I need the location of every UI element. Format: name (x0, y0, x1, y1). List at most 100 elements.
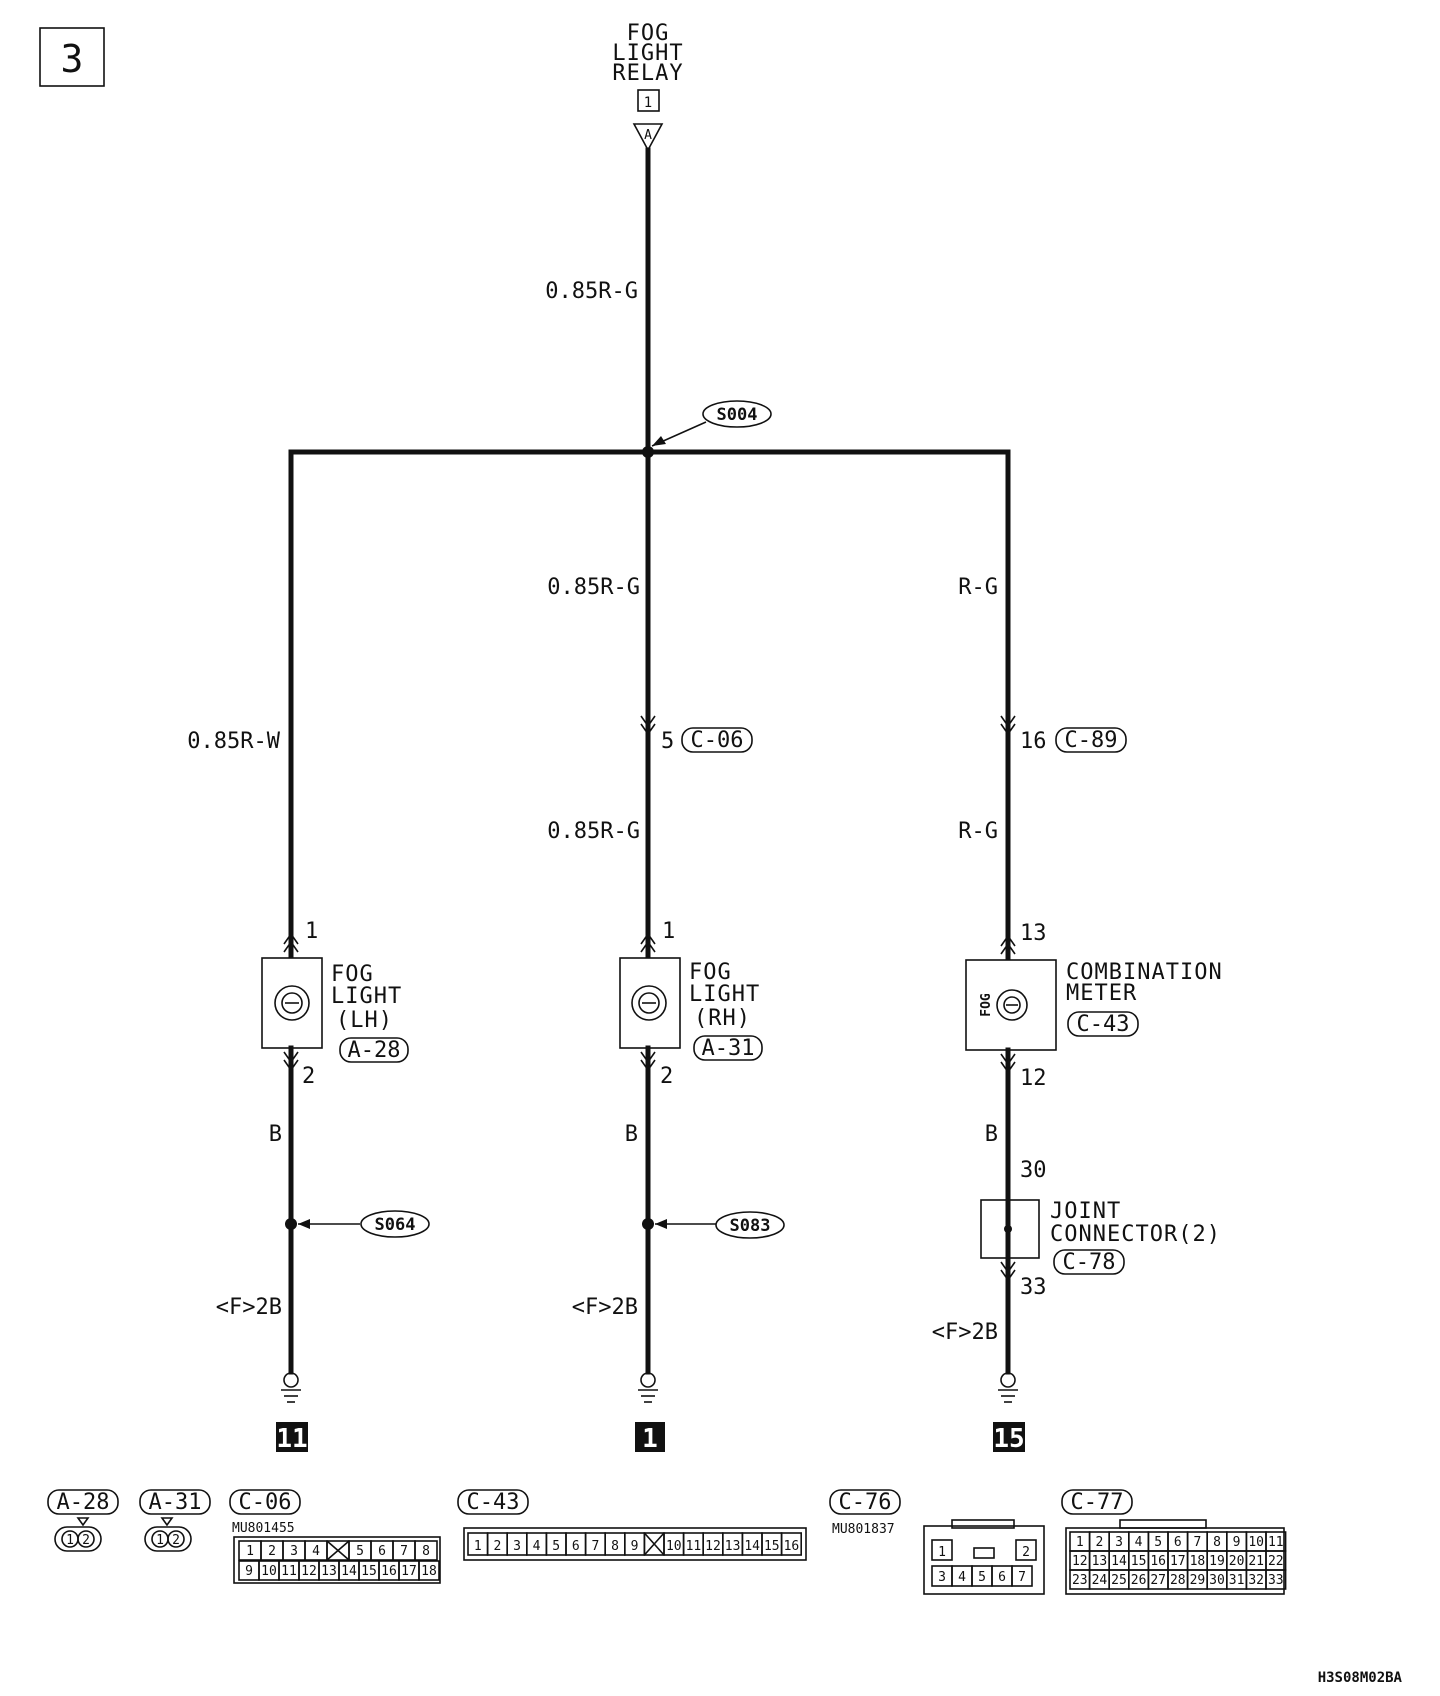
c77-row3-pin: 23 (1072, 1573, 1088, 1588)
joint-name-line-2: CONNECTOR(2) (1050, 1222, 1221, 1247)
page-number: 3 (61, 37, 84, 81)
c06-row1-pin: 1 (246, 1544, 254, 1559)
fog-lh-pin-in: 1 (305, 919, 318, 944)
c76-view-ref: C-76 (839, 1490, 892, 1515)
lamp-icon (996, 989, 1028, 1021)
c43-pin: 7 (591, 1539, 599, 1554)
fog-lh-name-line-2: LIGHT (331, 984, 402, 1009)
c77-row2-pin: 22 (1268, 1554, 1284, 1569)
splice-s004 (702, 400, 772, 428)
c06-ref: C-06 (691, 728, 744, 753)
fog-rh-pin-out: 2 (660, 1064, 673, 1089)
fog-rh-name-line-3: (RH) (694, 1006, 751, 1031)
c77-row3-cell (1265, 1569, 1287, 1590)
c06-row1-pin: 3 (290, 1544, 298, 1559)
c43-cell (780, 1532, 802, 1556)
a28-pin-2: 2 (82, 1533, 90, 1548)
a28-pin-1: 1 (66, 1533, 74, 1548)
lamp-icon (631, 985, 667, 1021)
c77-row1-pin: 6 (1174, 1535, 1182, 1550)
c77-row3-pin: 31 (1229, 1573, 1245, 1588)
c06-row2-pin: 17 (401, 1564, 417, 1579)
wire-label-center-lower: 0.85R-G (547, 819, 640, 844)
wire-label-left-b: B (269, 1122, 282, 1147)
meter-name-line-2: METER (1066, 981, 1137, 1006)
a28-ref: A-28 (57, 1490, 110, 1515)
c77-row1-pin: 2 (1095, 1535, 1103, 1550)
c77-row2-pin: 16 (1150, 1554, 1166, 1569)
meter-pin-in: 13 (1020, 921, 1047, 946)
fog-lh-name-line-1: FOG (331, 962, 374, 987)
ground-symbol-icon (281, 1372, 301, 1403)
c77-row2-pin: 13 (1092, 1554, 1108, 1569)
splice-label-s083: S083 (730, 1216, 771, 1236)
wire-label-center-ground: <F>2B (572, 1295, 638, 1320)
fog-rh-pin-in: 1 (662, 919, 675, 944)
meter-name-line-1: COMBINATION (1066, 960, 1223, 985)
c76-row2-pin: 3 (938, 1570, 946, 1585)
c06-row2-pin: 16 (381, 1564, 397, 1579)
c77-row2-pin: 17 (1170, 1554, 1186, 1569)
ground-number-right: 15 (993, 1424, 1024, 1454)
c43-pin: 11 (686, 1539, 702, 1554)
c06-part-no: MU801455 (232, 1521, 295, 1536)
c06-row2-pin: 10 (261, 1564, 277, 1579)
fog-rh-ref: A-31 (702, 1036, 755, 1061)
splice-s064 (360, 1210, 430, 1238)
page-number-box: 3 (39, 27, 105, 87)
c76-pin-1: 1 (938, 1545, 946, 1560)
c77-row3-pin: 25 (1111, 1573, 1127, 1588)
fog-light-relay: FOG LIGHT RELAY 1 A (612, 21, 683, 152)
c43-pin: 14 (744, 1539, 760, 1554)
c43-pin: 6 (572, 1539, 580, 1554)
c77-row3-pin: 30 (1209, 1573, 1225, 1588)
wire-label-right-upper: R-G (958, 575, 998, 600)
c06-row2-cell (418, 1560, 440, 1581)
relay-title-line-3: RELAY (612, 61, 683, 86)
c43-pin: 16 (784, 1539, 800, 1554)
joint-pin-in: 30 (1020, 1158, 1047, 1183)
a31-ref: A-31 (149, 1490, 202, 1515)
wire-label-center-upper: 0.85R-G (547, 575, 640, 600)
relay-title-line-1: FOG (627, 21, 670, 46)
a31-pin-1: 1 (156, 1533, 164, 1548)
meter-pin-out: 12 (1020, 1066, 1047, 1091)
branch-combination-meter: R-G 16 C-89 R-G 13 FOG COMBINATION METER… (932, 449, 1223, 1454)
connector-view-a28: A-28 1 2 (47, 1489, 119, 1552)
c06-row1-blank-pin (326, 1540, 350, 1561)
fog-lh-pin-out: 2 (302, 1064, 315, 1089)
c76-row2-pin: 7 (1018, 1570, 1026, 1585)
c89-ref: C-89 (1065, 728, 1118, 753)
c89-pin: 16 (1020, 729, 1047, 754)
c77-row3-pin: 27 (1150, 1573, 1166, 1588)
c77-row2-pin: 20 (1229, 1554, 1245, 1569)
c43-pin: 1 (474, 1539, 482, 1554)
c77-row3-pin: 33 (1268, 1573, 1284, 1588)
c77-row1-pin: 1 (1076, 1535, 1084, 1550)
wire-label-right-b: B (985, 1122, 998, 1147)
c06-row1-cell (414, 1540, 438, 1561)
c43-pin: 4 (533, 1539, 541, 1554)
c77-row2-pin: 19 (1209, 1554, 1225, 1569)
c06-row2-pin: 12 (301, 1564, 317, 1579)
diagram-code: H3S08M02BA (1318, 1670, 1403, 1686)
branch-fog-light-lh: 0.85R-W 1 FOG LIGHT (LH) A-28 2 B S064 <… (187, 449, 430, 1454)
c77-row1-pin: 9 (1233, 1535, 1241, 1550)
c77-row1-pin: 4 (1135, 1535, 1143, 1550)
meter-ref: C-43 (1077, 1012, 1130, 1037)
c06-row1-pin: 4 (312, 1544, 320, 1559)
wire-label-left-ground: <F>2B (216, 1295, 282, 1320)
c06-row2-pin: 15 (361, 1564, 377, 1579)
c77-view-ref: C-77 (1071, 1490, 1124, 1515)
wire-label-main: 0.85R-G (545, 279, 638, 304)
c06-row1-pin: 8 (422, 1544, 430, 1559)
c06-row2-pin: 14 (341, 1564, 357, 1579)
joint-pin-out: 33 (1020, 1275, 1047, 1300)
c77-row2-pin: 12 (1072, 1554, 1088, 1569)
relay-title-line-2: LIGHT (612, 41, 683, 66)
